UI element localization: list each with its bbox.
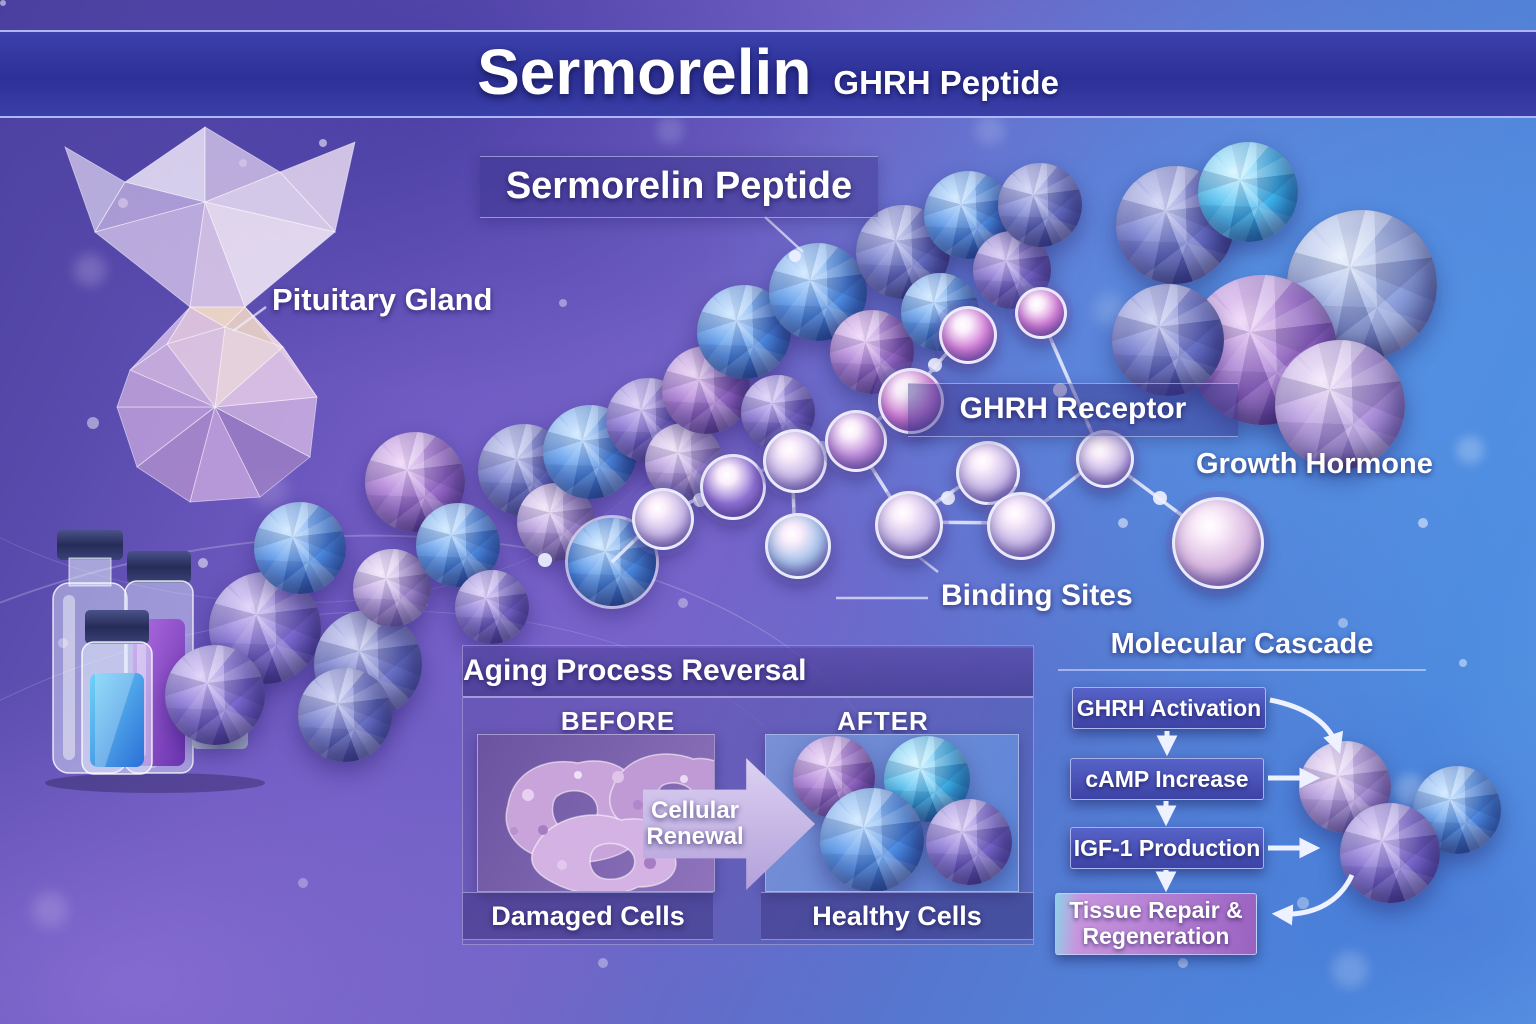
molecule-sphere [1275, 340, 1405, 470]
receptor-orb [825, 410, 887, 472]
ghrh-receptor-label: GHRH Receptor [959, 392, 1187, 425]
page-title: Sermorelin [477, 36, 812, 108]
cascade-title: Molecular Cascade [1058, 628, 1426, 671]
damaged-cells-bar: Damaged Cells [463, 892, 713, 940]
receptor-orb [1172, 497, 1264, 589]
receptor-orb [1015, 287, 1067, 339]
receptor-orb [987, 492, 1055, 560]
receptor-orb [1076, 430, 1134, 488]
receptor-orb [939, 306, 997, 364]
aging-title-band: Aging Process Reversal [463, 648, 1033, 698]
receptor-orb [632, 488, 694, 550]
molecule-sphere [455, 570, 529, 644]
medicine-vials-illustration [45, 530, 265, 793]
healthy-cells-bar: Healthy Cells [761, 892, 1033, 940]
binding-sites-label: Binding Sites [941, 579, 1133, 612]
molecule-sphere [353, 549, 431, 627]
pituitary-gland-label: Pituitary Gland [272, 282, 493, 317]
cascade-step-igf1-production: IGF-1 Production [1070, 827, 1264, 869]
damaged-cells-label: Damaged Cells [491, 901, 685, 931]
healthy-cell-sphere [820, 788, 924, 891]
damaged-cells-panel [477, 734, 715, 892]
molecule-sphere [1340, 803, 1440, 903]
molecule-sphere [298, 668, 392, 762]
receptor-orb [875, 491, 943, 559]
damaged-cells-illustration [505, 753, 714, 891]
growth-hormone-label: Growth Hormone [1196, 448, 1433, 480]
ghrh-receptor-banner: GHRH Receptor [908, 383, 1238, 437]
before-label: BEFORE [560, 706, 676, 736]
cascade-step-camp-increase: cAMP Increase [1070, 758, 1264, 800]
page-subtitle: GHRH Peptide [833, 64, 1059, 101]
pituitary-gland-illustration [64, 126, 356, 503]
receptor-orb [765, 513, 831, 579]
peptide-chain-banner: Sermorelin Peptide [480, 156, 878, 218]
receptor-orb [700, 454, 766, 520]
healthy-cells-illustration [766, 735, 1018, 891]
aging-process-panel: Aging Process Reversal BEFORE AFTER [462, 645, 1034, 945]
molecule-sphere [998, 163, 1082, 247]
molecule-sphere [254, 502, 346, 594]
receptor-orb [763, 429, 827, 493]
cascade-step-tissue-repair: Tissue Repair & Regeneration [1055, 893, 1257, 955]
healthy-cells-label: Healthy Cells [812, 901, 982, 931]
molecule-sphere [1198, 142, 1298, 242]
aging-title: Aging Process Reversal [463, 654, 807, 687]
after-label: AFTER [837, 706, 929, 736]
healthy-cells-panel [765, 734, 1019, 892]
title-banner: Sermorelin GHRH Peptide [0, 30, 1536, 118]
peptide-chain-label: Sermorelin Peptide [505, 165, 853, 207]
cellular-renewal-label: Cellular Renewal [646, 797, 744, 850]
healthy-cell-sphere [926, 799, 1012, 885]
molecule-sphere [1112, 284, 1224, 396]
molecule-sphere [165, 645, 265, 745]
cascade-step-ghrh-activation: GHRH Activation [1072, 687, 1266, 729]
